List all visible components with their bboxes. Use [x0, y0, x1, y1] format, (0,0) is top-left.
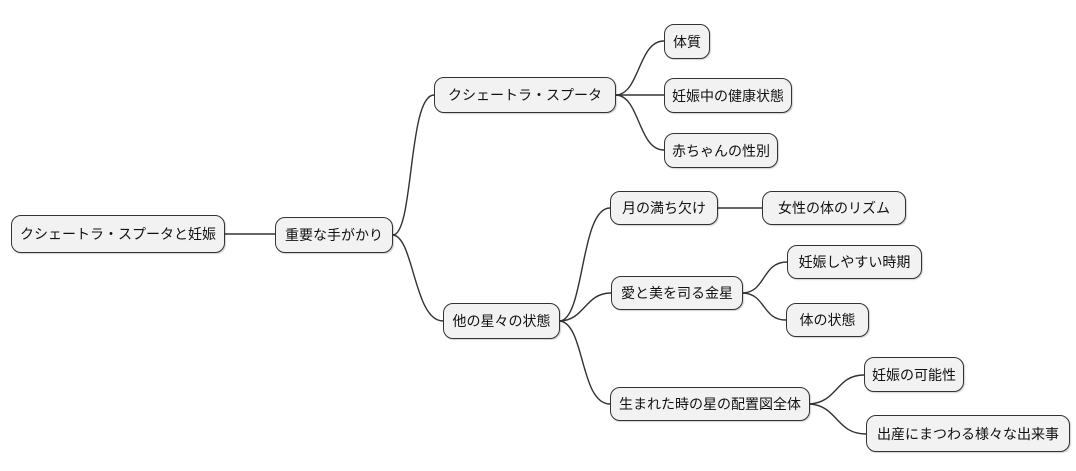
node-important-clues: 重要な手がかり: [275, 217, 393, 253]
node-natal-chart-overall: 生まれた時の星の配置図全体: [610, 387, 810, 421]
edge-important-clues-to-other-planets: [392, 234, 444, 322]
node-constitution: 体質: [664, 24, 710, 59]
node-kshetra-sphuta: クシェートラ・スプータ: [434, 77, 616, 113]
node-womens-body-rhythm: 女性の体のリズム: [762, 191, 906, 225]
edge-important-clues-to-kshetra-sphuta: [392, 94, 435, 236]
node-moon-phases: 月の満ち欠け: [610, 191, 718, 225]
node-venus-love-beauty: 愛と美を司る金星: [611, 276, 743, 310]
node-other-planets-state: 他の星々の状態: [443, 303, 560, 339]
node-baby-gender: 赤ちゃんの性別: [664, 133, 778, 168]
node-body-condition: 体の状態: [786, 303, 869, 337]
edge-other-planets-to-natal-chart: [559, 320, 611, 405]
edge-venus-to-fertile-period: [742, 261, 788, 294]
edge-kshetra-to-baby-gender: [615, 94, 665, 151]
edge-natal-chart-to-pregnancy-possibility: [809, 374, 865, 405]
node-childbirth-events: 出産にまつわる様々な出来事: [866, 415, 1070, 452]
node-fertile-period: 妊娠しやすい時期: [787, 245, 922, 279]
node-kshetra-sphuta-and-pregnancy: クシェートラ・スプータと妊娠: [11, 215, 225, 253]
edge-venus-to-body-condition: [742, 292, 787, 321]
edge-kshetra-to-constitution: [615, 40, 665, 96]
edge-other-planets-to-venus: [559, 292, 612, 322]
edge-natal-chart-to-childbirth-events: [809, 403, 867, 435]
node-health-during-pregnancy: 妊娠中の健康状態: [664, 78, 792, 113]
node-pregnancy-possibility: 妊娠の可能性: [864, 357, 964, 392]
edge-other-planets-to-moon: [559, 207, 611, 322]
